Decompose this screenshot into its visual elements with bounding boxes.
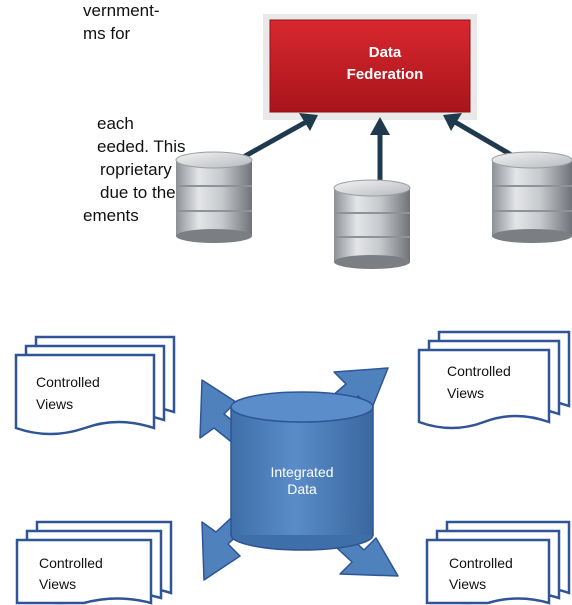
federation-title-line1: Data bbox=[369, 44, 402, 61]
federation-arrows bbox=[236, 113, 522, 190]
view-label-line1: Controlled bbox=[449, 555, 513, 571]
controlled-views-bottom-left: Controlled Views bbox=[15, 520, 173, 605]
integrated-label-line2: Data bbox=[287, 481, 317, 497]
controlled-views-bottom-right: Controlled Views bbox=[425, 520, 571, 605]
data-federation-diagram: Data Federation bbox=[175, 14, 572, 269]
integrated-data-cylinder: Integrated Data bbox=[230, 391, 374, 551]
controlled-views-top-right: Controlled Views bbox=[417, 330, 571, 430]
view-label-line2: Views bbox=[36, 396, 73, 412]
text-fragment-7: ements bbox=[83, 206, 139, 225]
view-label-line1: Controlled bbox=[39, 555, 103, 571]
federation-title-line2: Federation bbox=[347, 66, 424, 83]
text-fragment-5: roprietary bbox=[100, 160, 172, 179]
database-icon-right bbox=[491, 151, 572, 243]
arrow-left-head bbox=[299, 113, 318, 131]
view-label-line1: Controlled bbox=[36, 374, 100, 390]
integrated-label-line1: Integrated bbox=[270, 464, 333, 480]
view-label-line2: Views bbox=[447, 385, 484, 401]
federation-box bbox=[269, 19, 471, 113]
integrated-data-diagram: Integrated Data Controlled Views Control… bbox=[14, 330, 571, 605]
text-fragment-2: ms for bbox=[83, 24, 131, 43]
text-fragment-4: eeded. This bbox=[97, 137, 186, 156]
text-fragment-1: vernment- bbox=[83, 1, 160, 20]
view-label-line2: Views bbox=[39, 576, 76, 592]
database-icon-center bbox=[333, 179, 411, 269]
arrow-left bbox=[236, 119, 308, 163]
arrow-center-head bbox=[370, 117, 390, 135]
view-label-line1: Controlled bbox=[447, 363, 511, 379]
text-fragment-6: due to the bbox=[100, 183, 176, 202]
arrow-right-head bbox=[443, 113, 462, 131]
view-label-line2: Views bbox=[449, 576, 486, 592]
controlled-views-top-left: Controlled Views bbox=[14, 335, 176, 436]
text-fragment-3: each bbox=[97, 114, 134, 133]
database-icon-left bbox=[175, 151, 253, 243]
